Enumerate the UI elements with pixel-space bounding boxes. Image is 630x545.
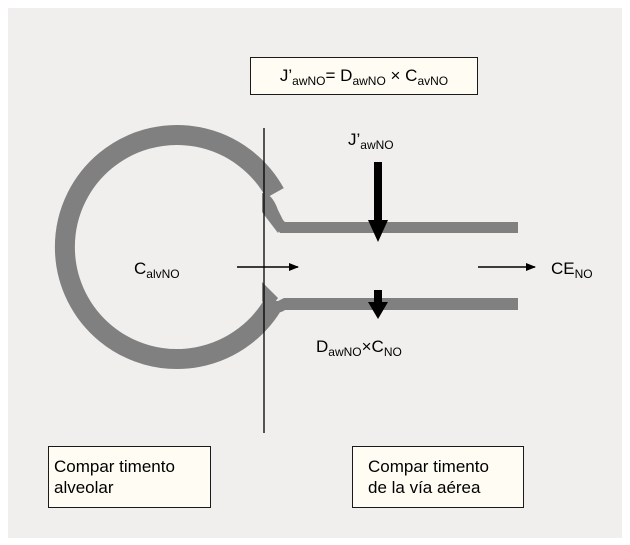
airway-lower-wall — [262, 298, 518, 313]
flux-label-main: J’ — [348, 130, 361, 149]
flux-formula-box: J’awNO= DawNO × CavNO — [250, 57, 478, 95]
back-diffusion-c-sub: NO — [383, 345, 402, 359]
alveolar-compartment-box: Compar timento alveolar — [48, 446, 211, 508]
back-diffusion-times: ×C — [361, 337, 384, 356]
alveolar-box-line-1: Compar timento — [54, 457, 175, 476]
back-diffusion-arrow — [368, 290, 388, 319]
alveolar-box-line-2: alveolar — [54, 478, 114, 497]
back-diffusion-d: D — [316, 337, 329, 356]
flux-arrow — [368, 162, 388, 242]
alveolar-conc-main: C — [134, 259, 147, 278]
formula-j-sub: awNO — [292, 74, 326, 88]
flux-label-sub: awNO — [360, 138, 394, 152]
formula-c-sub: avNO — [417, 74, 449, 88]
formula-j: J’ — [279, 66, 293, 85]
airway-box-line-2: de la vía aérea — [368, 478, 481, 497]
alveolar-conc-sub: alvNO — [146, 267, 180, 281]
formula-eq: = D — [325, 66, 353, 85]
back-diffusion-d-sub: awNO — [328, 345, 362, 359]
alveolar-concentration-label: CalvNO — [134, 260, 180, 280]
airway-lower-wall-joint — [262, 282, 278, 309]
airway-box-line-1: Compar timento — [368, 457, 489, 476]
airway-upper-wall-joint — [262, 193, 284, 233]
exhaled-conc-main: CE — [551, 259, 575, 278]
airway-upper-wall — [265, 212, 518, 233]
airway-compartment-box: Compar timento de la vía aérea — [352, 446, 524, 508]
back-diffusion-label: DawNO×CNO — [316, 338, 402, 358]
exhaled-concentration-label: CENO — [551, 260, 593, 280]
formula-times: × C — [385, 66, 418, 85]
alveolar-compartment-ring — [54, 125, 284, 369]
flux-label: J’awNO — [348, 131, 394, 151]
formula-d-sub: awNO — [352, 74, 386, 88]
exhaled-conc-sub: NO — [574, 267, 593, 281]
